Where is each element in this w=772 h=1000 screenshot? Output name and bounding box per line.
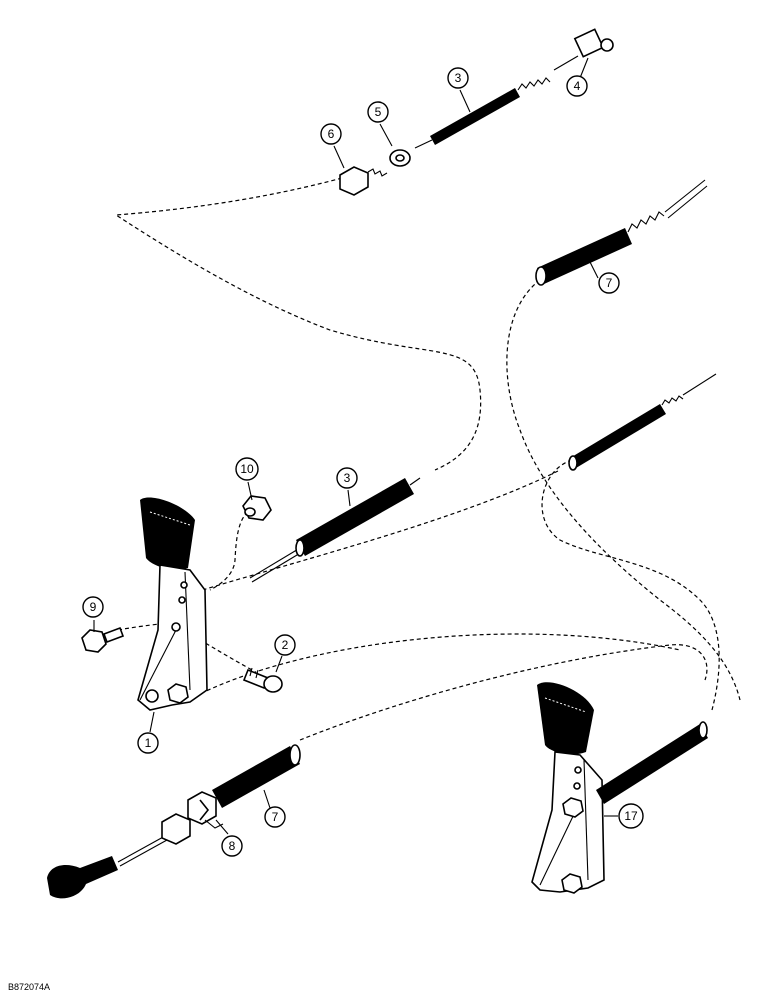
cable-route-right-lower <box>541 459 720 711</box>
bottom-knob-cable <box>47 744 301 899</box>
callout-5: 5 <box>367 101 389 123</box>
middle-cable <box>249 477 421 583</box>
drawing-code: B872074A <box>8 982 50 992</box>
callout-4: 4 <box>566 75 588 97</box>
cable-route-nut-10 <box>209 511 249 591</box>
left-lever <box>137 497 208 711</box>
svg-text:17: 17 <box>624 809 638 823</box>
svg-text:6: 6 <box>328 127 335 141</box>
callout-3-top: 3 <box>447 67 469 89</box>
svg-text:5: 5 <box>375 105 382 119</box>
svg-text:10: 10 <box>240 462 254 476</box>
nut-10 <box>242 495 272 521</box>
callout-3-middle: 3 <box>336 467 358 489</box>
cable-route-right-upper <box>506 279 741 701</box>
cable-route-left <box>187 633 681 701</box>
callout-6: 6 <box>320 123 342 145</box>
callout-17: 17 <box>618 803 644 829</box>
svg-text:3: 3 <box>455 71 462 85</box>
callout-7-right: 7 <box>598 272 620 294</box>
svg-text:9: 9 <box>90 600 97 614</box>
pin-2 <box>242 667 283 693</box>
callout-9: 9 <box>82 596 104 618</box>
callout-leaders <box>93 57 618 835</box>
right-middle-cable <box>568 373 717 471</box>
cable-route-bolt-9 <box>117 621 177 631</box>
svg-text:2: 2 <box>282 638 289 652</box>
top-cable-assembly <box>339 28 614 196</box>
svg-text:3: 3 <box>344 471 351 485</box>
cable-route-top <box>114 177 482 471</box>
callout-7-bottom: 7 <box>264 806 286 828</box>
callout-2: 2 <box>274 634 296 656</box>
right-lever <box>531 682 708 894</box>
svg-text:7: 7 <box>272 810 279 824</box>
svg-text:7: 7 <box>606 276 613 290</box>
bolt-9 <box>81 626 125 653</box>
callout-10: 10 <box>235 457 259 481</box>
svg-text:1: 1 <box>145 736 152 750</box>
callout-8: 8 <box>221 835 243 857</box>
callout-1: 1 <box>137 732 159 754</box>
cable-route-cross <box>195 469 708 741</box>
svg-text:8: 8 <box>229 839 236 853</box>
right-upper-cable <box>535 179 708 286</box>
svg-text:4: 4 <box>574 79 581 93</box>
